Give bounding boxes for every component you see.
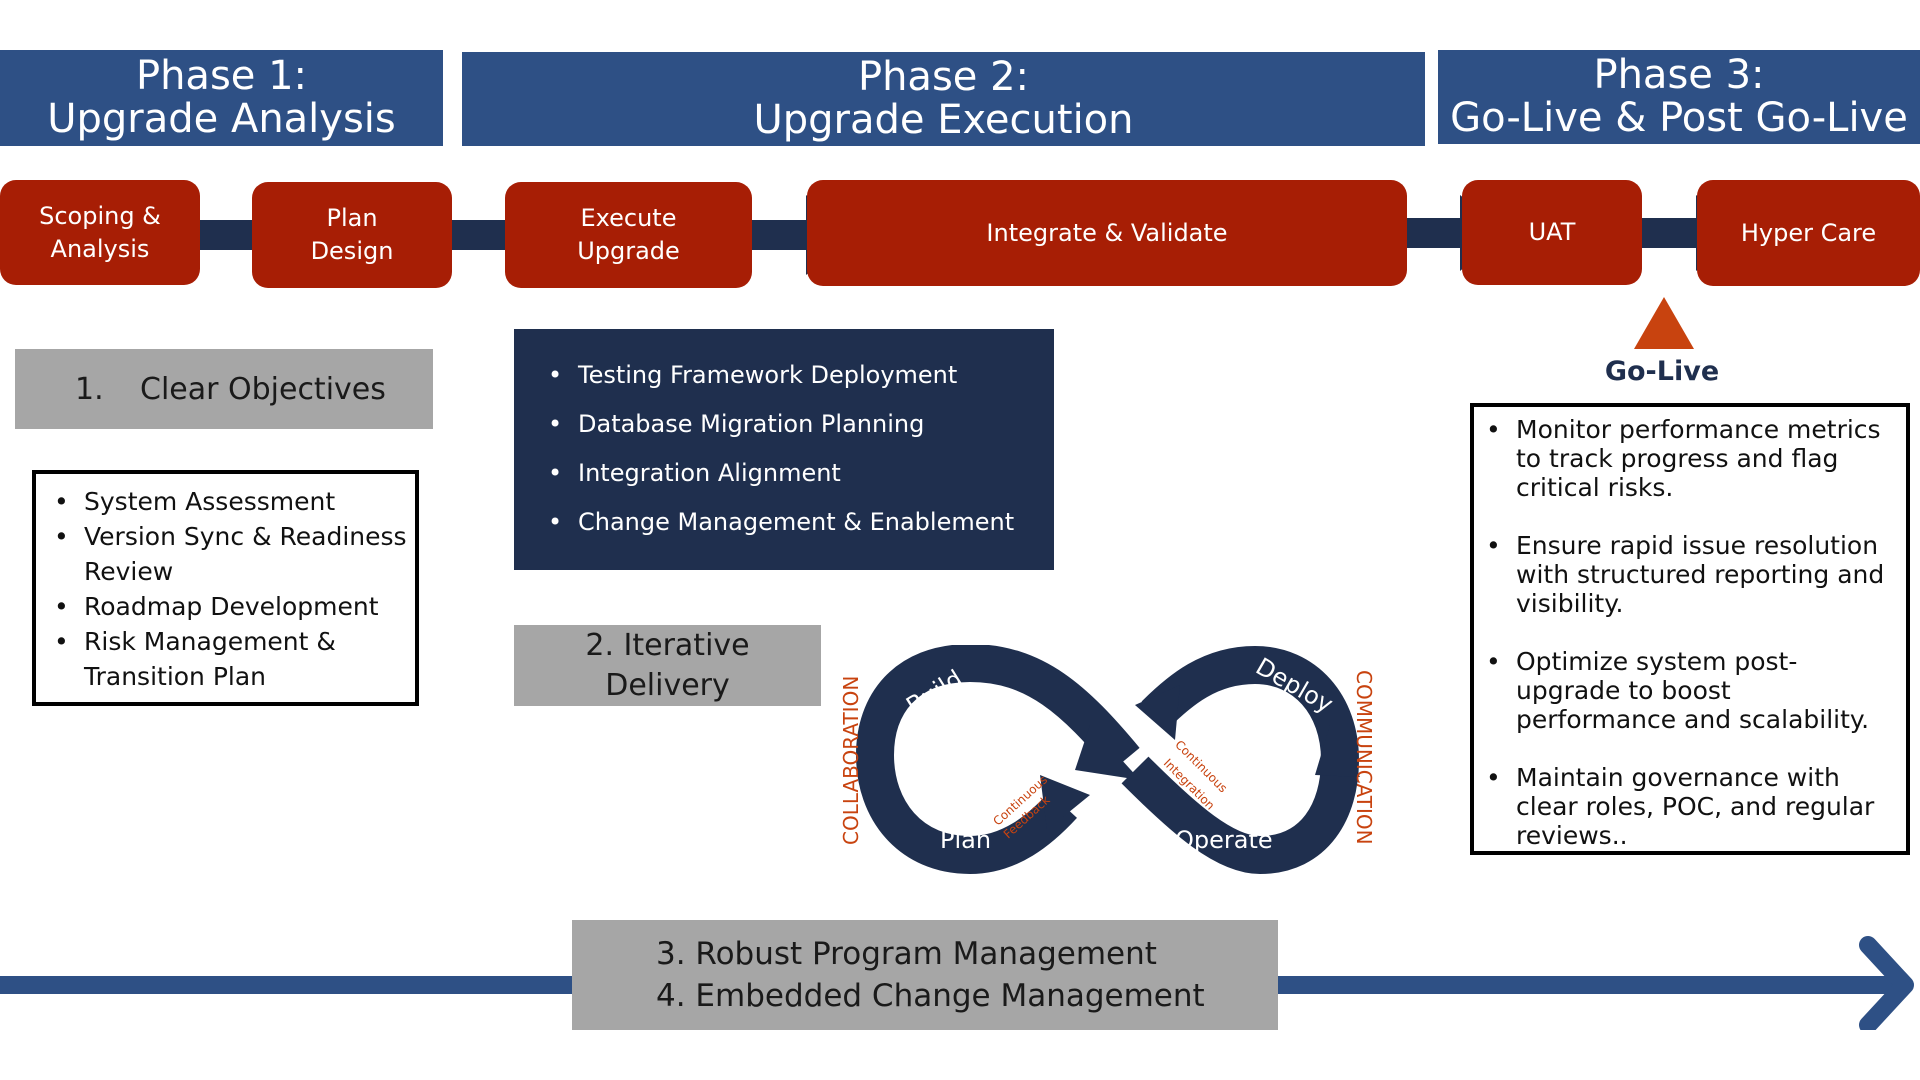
step-label: Hyper Care (1740, 218, 1877, 247)
phase3-list: Monitor performance metrics to track pro… (1474, 415, 1898, 850)
communication-label: COMMUNICATION (1352, 670, 1376, 845)
connector-bar (1402, 218, 1462, 248)
objectives-title: Clear Objectives (140, 371, 386, 407)
go-live-triangle (1634, 297, 1694, 349)
loop-lower-right (1121, 756, 1359, 875)
label-plan: Plan (940, 826, 991, 854)
list-item: Roadmap Development (42, 589, 411, 624)
iterative-delivery-banner: 2. Iterative Delivery (514, 625, 821, 706)
list-item: Monitor performance metrics to track pro… (1474, 415, 1898, 502)
label-operate: Operate (1175, 826, 1273, 854)
list-item: Ensure rapid issue resolution with struc… (1474, 531, 1898, 618)
step-uat: UAT (1462, 180, 1642, 285)
collaboration-label: COLLABORATION (839, 676, 863, 845)
step-label: Analysis (50, 234, 150, 263)
phase-3-title: Phase 3: (1593, 52, 1765, 98)
loop-upper-left (856, 645, 1140, 773)
iterative-line-1: 2. Iterative (585, 627, 750, 663)
list-item: Maintain governance with clear roles, PO… (1474, 763, 1898, 850)
management-banner: 3. Robust Program Management 4. Embedded… (572, 920, 1278, 1030)
phase-3-subtitle: Go-Live & Post Go-Live (1450, 95, 1908, 141)
list-item: Optimize system post-upgrade to boost pe… (1474, 647, 1898, 734)
devops-infinity-loop: Build Deploy Plan Operate Continuous Fee… (856, 645, 1360, 875)
go-live-label: Go-Live (1604, 356, 1720, 387)
phase2-activities-box: Testing Framework Deployment Database Mi… (514, 329, 1054, 570)
phase-2-header: Phase 2: Upgrade Execution (462, 52, 1425, 146)
phase-1-subtitle: Upgrade Analysis (47, 96, 396, 142)
phase1-checklist-box: System Assessment Version Sync & Readine… (32, 470, 419, 706)
connector-bar (1638, 218, 1698, 248)
list-item: Database Migration Planning (536, 400, 1044, 449)
phase-2-title: Phase 2: (857, 54, 1030, 100)
management-line-2: 4. Embedded Change Management (656, 978, 1205, 1014)
connector-bar (448, 220, 508, 250)
list-item: Change Management & Enablement (536, 498, 1044, 547)
arrowhead-plan (1040, 775, 1090, 830)
management-line-1: 3. Robust Program Management (656, 936, 1157, 972)
connector-bar (748, 220, 808, 250)
objectives-number: 1. (75, 371, 104, 407)
step-plan-design: Plan Design (252, 182, 452, 288)
list-item: Risk Management & Transition Plan (42, 624, 411, 694)
iterative-line-2: Delivery (605, 667, 730, 703)
step-label: Plan (326, 204, 378, 232)
phase-2-subtitle: Upgrade Execution (753, 97, 1134, 143)
list-item: Integration Alignment (536, 449, 1044, 498)
loop-lower-left (856, 754, 1077, 875)
timeline-arrowhead (1859, 936, 1914, 1030)
step-label: Upgrade (577, 237, 680, 265)
step-label: Design (310, 237, 394, 265)
connector-bar (195, 220, 255, 250)
step-integrate-validate: Integrate & Validate (807, 180, 1407, 286)
step-label: Scoping & (39, 201, 161, 230)
arrowhead-operate (1315, 725, 1360, 777)
step-label: Integrate & Validate (986, 218, 1228, 247)
loop-upper-right (1141, 645, 1359, 761)
phase-1-title: Phase 1: (135, 53, 308, 99)
step-label: Execute (580, 204, 677, 232)
step-label: UAT (1528, 218, 1576, 246)
clear-objectives-banner: 1. Clear Objectives (15, 349, 433, 429)
step-execute-upgrade: Execute Upgrade (505, 182, 752, 288)
svg-text:COMMUNICATION: COMMUNICATION (1352, 670, 1376, 845)
phase1-list: System Assessment Version Sync & Readine… (42, 484, 411, 694)
phase-3-header: Phase 3: Go-Live & Post Go-Live (1438, 50, 1920, 144)
list-item: System Assessment (42, 484, 411, 519)
step-scoping-analysis: Scoping & Analysis (0, 180, 200, 285)
phase-1-header: Phase 1: Upgrade Analysis (0, 50, 443, 146)
arrowhead-deploy (1135, 685, 1180, 740)
phase3-checklist-box: Monitor performance metrics to track pro… (1470, 403, 1910, 855)
list-item: Version Sync & Readiness Review (42, 519, 411, 589)
list-item: Testing Framework Deployment (536, 351, 1044, 400)
step-hyper-care: Hyper Care (1697, 180, 1920, 286)
svg-text:COLLABORATION: COLLABORATION (839, 676, 863, 845)
phase2-list: Testing Framework Deployment Database Mi… (536, 351, 1044, 547)
arrowhead-build (1075, 725, 1140, 780)
